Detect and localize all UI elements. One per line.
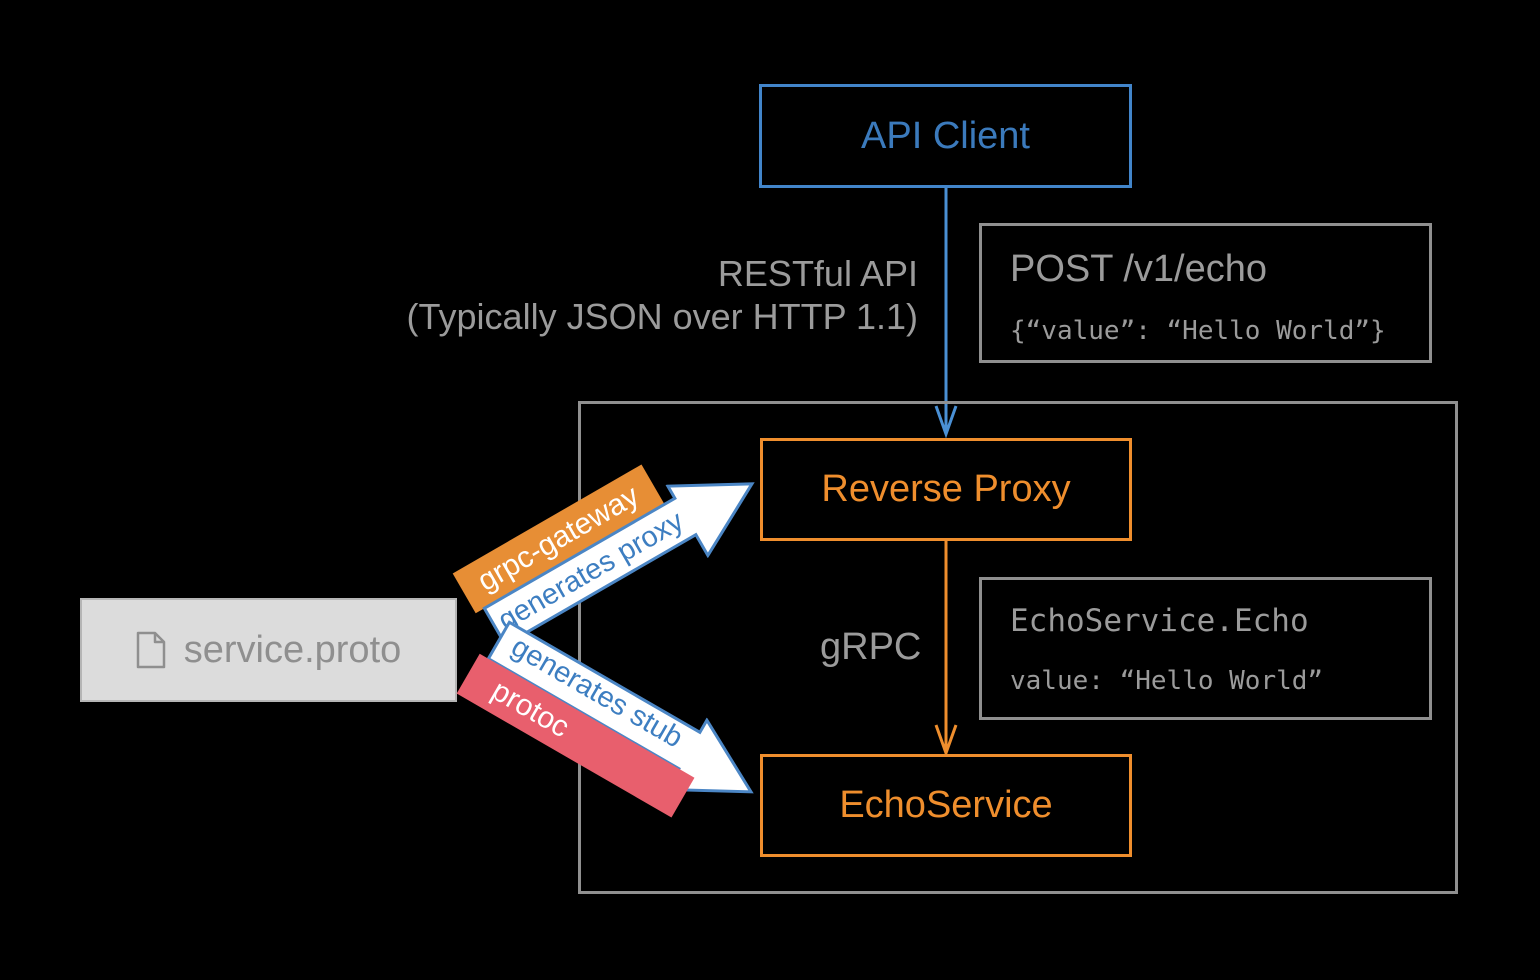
generates-proxy-arrow-icon: [482, 482, 755, 647]
post-request-body: {“value”: “Hello World”}: [1010, 316, 1386, 346]
document-icon: [136, 631, 165, 669]
grpc-edge-label: gRPC: [820, 626, 922, 668]
post-request-callout: POST /v1/echo {“value”: “Hello World”}: [979, 223, 1432, 363]
reverse-proxy-label: Reverse Proxy: [821, 468, 1071, 510]
grpc-request-body: value: “Hello World”: [1010, 666, 1324, 696]
server-boundary-frame: [578, 401, 1458, 894]
rest-edge-label: RESTful API (Typically JSON over HTTP 1.…: [370, 252, 918, 338]
service-proto-label: service.proto: [183, 628, 402, 671]
post-request-title: POST /v1/echo: [1010, 248, 1267, 290]
echo-service-box: EchoService: [760, 754, 1132, 857]
grpc-arrow-connector: [934, 541, 958, 757]
protoc-generator-group: generates stub protoc: [445, 591, 775, 853]
rest-arrow-connector: [934, 188, 958, 439]
service-proto-box: service.proto: [80, 598, 457, 702]
echo-service-label: EchoService: [839, 784, 1053, 826]
grpc-request-callout: EchoService.Echo value: “Hello World”: [979, 577, 1432, 720]
rest-edge-label-line2: (Typically JSON over HTTP 1.1): [406, 296, 918, 337]
grpc-request-title: EchoService.Echo: [1010, 603, 1309, 639]
reverse-proxy-box: Reverse Proxy: [760, 438, 1132, 541]
api-client-label: API Client: [861, 114, 1030, 157]
api-client-box: API Client: [759, 84, 1132, 188]
rest-edge-label-line1: RESTful API: [717, 253, 918, 294]
grpc-gateway-generator-group: grpc-gateway generates proxy: [441, 414, 771, 676]
